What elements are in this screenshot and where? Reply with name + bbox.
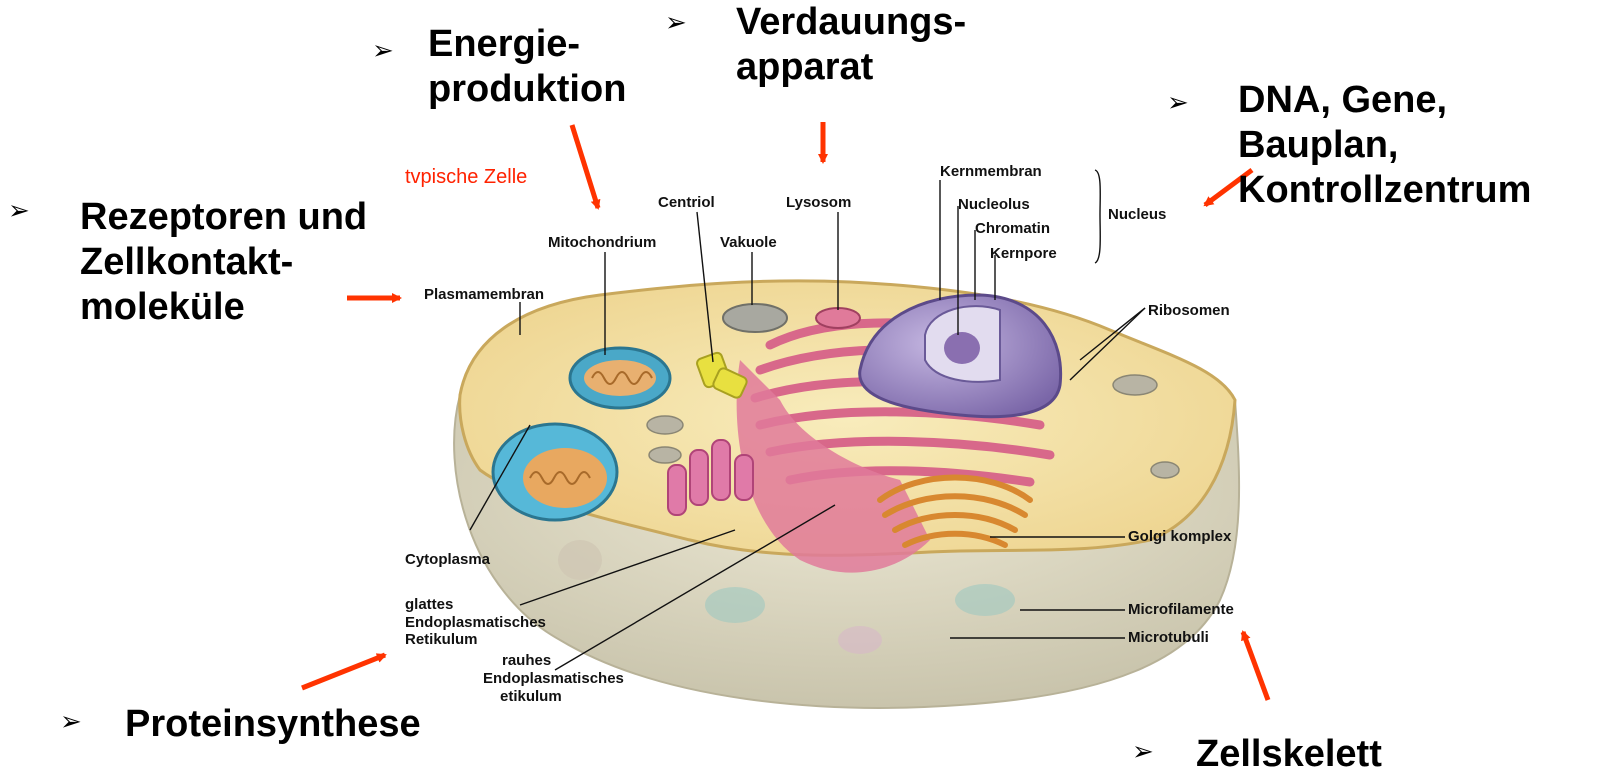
label-plasmamembran: Plasmamembran — [424, 286, 544, 304]
bullet-icon: ➢ — [665, 8, 687, 38]
label-golgi: Golgi komplex — [1128, 528, 1231, 546]
callout-line: Kontrollzentrum — [1238, 168, 1531, 213]
nucleolus — [944, 332, 980, 364]
callout-proteinsynthese: Proteinsynthese — [125, 702, 421, 747]
callout-line: apparat — [736, 45, 966, 90]
callout-line: Zellskelett — [1196, 732, 1382, 777]
callout-line: Zellkontakt- — [80, 240, 367, 285]
label-kernpore: Kernpore — [990, 245, 1057, 263]
bullet-icon: ➢ — [1132, 737, 1154, 767]
label-glattes-1: glattes — [405, 596, 453, 614]
label-rauhes-3: etikulum — [500, 688, 562, 706]
arrow-energie — [572, 125, 598, 208]
callout-energieproduktion: Energie- produktion — [428, 22, 626, 112]
arrow-protein — [302, 655, 385, 688]
label-cytoplasma: Cytoplasma — [405, 551, 490, 569]
label-mitochondrium: Mitochondrium — [548, 234, 656, 252]
lysosome — [816, 308, 860, 328]
label-glattes-3: Retikulum — [405, 631, 478, 649]
vacuole — [723, 304, 787, 332]
callout-line: moleküle — [80, 285, 367, 330]
label-rauhes-2: Endoplasmatisches — [483, 670, 624, 688]
bullet-icon: ➢ — [60, 707, 82, 737]
label-microfilamente: Microfilamente — [1128, 601, 1234, 619]
shell-vesicle — [705, 587, 765, 623]
bullet-icon: ➢ — [372, 36, 394, 66]
callout-dna: DNA, Gene, Bauplan, Kontrollzentrum — [1238, 78, 1531, 213]
callout-line: DNA, Gene, — [1238, 78, 1531, 123]
label-lysosom: Lysosom — [786, 194, 851, 212]
label-kernmembran: Kernmembran — [940, 163, 1042, 181]
diagram-title: tvpische Zelle — [405, 166, 527, 188]
shell-vesicle — [955, 584, 1015, 616]
callout-zellskelett: Zellskelett — [1196, 732, 1382, 777]
callout-line: Proteinsynthese — [125, 702, 421, 747]
callout-line: Verdauungs- — [736, 0, 966, 45]
bullet-icon: ➢ — [1167, 88, 1189, 118]
label-microtubuli: Microtubuli — [1128, 629, 1209, 647]
callout-line: Rezeptoren und — [80, 195, 367, 240]
label-nucleus: Nucleus — [1108, 206, 1166, 224]
label-glattes-2: Endoplasmatisches — [405, 614, 546, 632]
label-nucleolus: Nucleolus — [958, 196, 1030, 214]
label-centriol: Centriol — [658, 194, 715, 212]
callout-verdauungsapparat: Verdauungs- apparat — [736, 0, 966, 90]
callout-rezeptoren: Rezeptoren und Zellkontakt- moleküle — [80, 195, 367, 330]
arrow-zellskelett — [1243, 632, 1268, 700]
callout-line: produktion — [428, 67, 626, 112]
shell-vesicle — [558, 540, 602, 580]
label-rauhes-1: rauhes — [502, 652, 551, 670]
callout-line: Bauplan, — [1238, 123, 1531, 168]
label-chromatin: Chromatin — [975, 220, 1050, 238]
label-ribosomen: Ribosomen — [1148, 302, 1230, 320]
label-vakuole: Vakuole — [720, 234, 777, 252]
bullet-icon: ➢ — [8, 196, 30, 226]
callout-line: Energie- — [428, 22, 626, 67]
shell-vesicle — [838, 626, 882, 654]
